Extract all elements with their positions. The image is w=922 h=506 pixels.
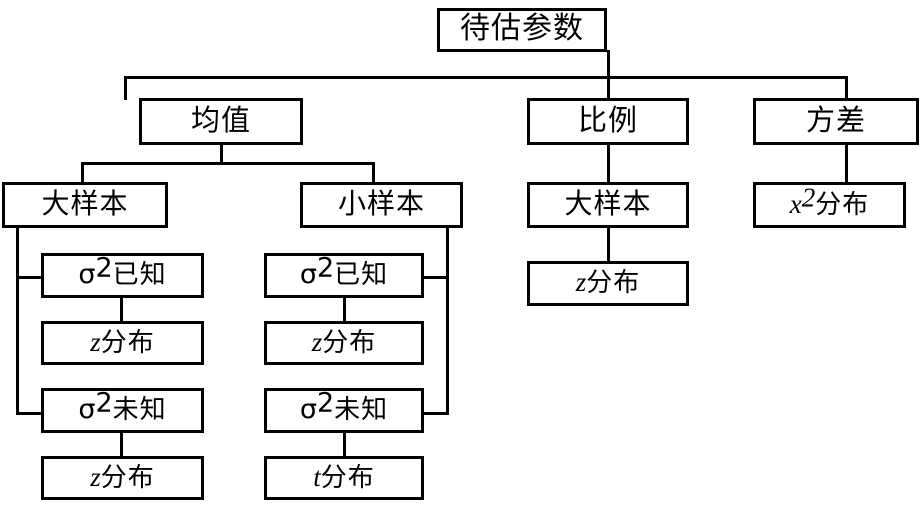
edge-bus-to-proportion (607, 76, 610, 100)
node-mean-small-sigma-unknown[interactable]: σ2未知 (264, 388, 424, 433)
node-mean-small-sigma-unknown-label: 未知 (334, 395, 389, 425)
sigma-symbol: σ (299, 394, 317, 425)
node-proportion-dist-label: 分布 (586, 268, 641, 298)
edge-small-sample-spine (446, 225, 449, 415)
node-variance-dist-label: 分布 (815, 189, 870, 220)
z-variable: z (90, 461, 101, 492)
node-mean-large-sigma-known-dist[interactable]: z分布 (41, 321, 204, 365)
node-root[interactable]: 待估参数 (437, 8, 607, 52)
edge-large-sample-spine (16, 225, 19, 415)
node-mean-small-sample-label: 小样本 (337, 187, 425, 220)
sigma-exponent: 2 (316, 387, 335, 419)
edge-variance-to-dist (845, 145, 848, 183)
edge-proportion-large-sample-to-dist (607, 228, 610, 262)
sigma-symbol: σ (299, 259, 317, 290)
node-mean-small-sigma-known[interactable]: σ2已知 (264, 253, 424, 298)
node-mean-small-sigma-unknown-dist-label: 分布 (320, 462, 375, 493)
z-variable: z (311, 326, 323, 357)
edge-bus-to-large-sample (81, 162, 84, 183)
sigma-symbol: σ (78, 394, 96, 425)
z-variable: z (575, 267, 587, 297)
node-proportion-large-sample[interactable]: 大样本 (527, 182, 689, 228)
node-mean-large-sigma-known-dist-label: 分布 (100, 327, 155, 358)
node-proportion-label: 比例 (577, 103, 638, 137)
sigma-symbol: σ (78, 259, 96, 290)
sigma-exponent: 2 (95, 387, 113, 419)
node-mean-large-sigma-unknown-label: 未知 (112, 395, 167, 425)
edge-large-sigma-known-to-dist (120, 297, 123, 322)
t-variable: t (313, 461, 321, 492)
node-proportion-large-sample-label: 大样本 (564, 187, 652, 220)
edge-root-drop (607, 50, 610, 79)
node-variance-label: 方差 (805, 103, 866, 137)
node-mean-large-sigma-known[interactable]: σ2已知 (41, 253, 204, 298)
edge-large-sample-to-sigma-unknown (16, 412, 43, 415)
node-proportion[interactable]: 比例 (527, 98, 689, 145)
node-mean-small-sigma-known-dist[interactable]: z分布 (264, 321, 424, 365)
node-root-label: 待估参数 (460, 11, 584, 46)
edge-sample-bus (81, 162, 375, 165)
edge-small-sample-to-sigma-known (423, 276, 449, 279)
chi-square-exponent: 2 (801, 182, 816, 213)
edge-large-sample-to-sigma-known (16, 276, 43, 279)
node-mean-large-sample-label: 大样本 (41, 187, 129, 220)
node-variance-chi-square-dist[interactable]: x2分布 (753, 182, 906, 228)
sigma-exponent: 2 (95, 252, 113, 284)
edge-proportion-to-large-sample (607, 145, 610, 183)
edge-bus-to-variance (845, 76, 848, 100)
chi-square-variable: x (789, 188, 802, 219)
edge-bus-to-mean (124, 76, 127, 100)
node-mean-small-sigma-known-dist-label: 分布 (322, 327, 377, 358)
node-mean-large-sigma-unknown-dist-label: 分布 (100, 462, 155, 493)
edge-small-sigma-unknown-to-dist (343, 432, 346, 457)
edge-level1-bus (124, 76, 848, 79)
node-mean-label: 均值 (190, 103, 251, 137)
edge-small-sample-to-sigma-unknown (423, 412, 449, 415)
edge-large-sigma-unknown-to-dist (120, 432, 123, 457)
node-mean-small-sigma-unknown-dist[interactable]: t分布 (264, 456, 424, 500)
edge-bus-to-small-sample (372, 162, 375, 183)
node-mean-small-sigma-known-label: 已知 (334, 260, 389, 290)
sigma-exponent: 2 (316, 252, 335, 284)
node-mean-large-sample[interactable]: 大样本 (2, 182, 168, 228)
node-mean[interactable]: 均值 (139, 98, 303, 145)
node-proportion-dist[interactable]: z分布 (527, 261, 689, 306)
node-variance[interactable]: 方差 (753, 98, 919, 145)
edge-mean-drop (220, 145, 223, 165)
node-mean-large-sigma-unknown-dist[interactable]: z分布 (41, 456, 204, 500)
edge-small-sigma-known-to-dist (343, 297, 346, 322)
z-variable: z (90, 326, 101, 357)
node-mean-large-sigma-unknown[interactable]: σ2未知 (41, 388, 204, 433)
node-mean-large-sigma-known-label: 已知 (112, 260, 167, 290)
node-mean-small-sample[interactable]: 小样本 (300, 182, 463, 228)
